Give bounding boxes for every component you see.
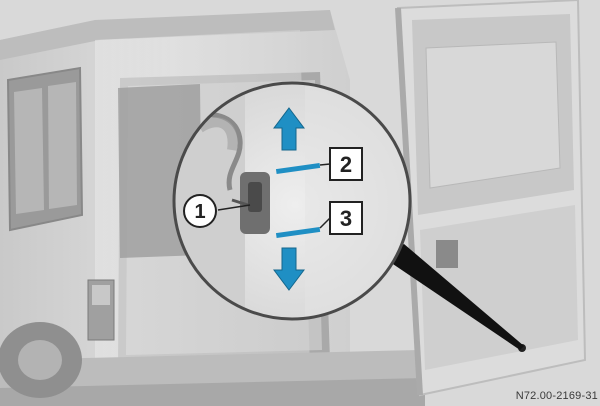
rear-wheel-hub	[18, 340, 62, 380]
release-handle-lever	[248, 182, 262, 212]
callout-3: 3	[330, 202, 362, 234]
side-window-1-inner	[14, 88, 44, 214]
tail-light-left-lens	[92, 285, 110, 305]
callout-1: 1	[184, 195, 216, 227]
callout-2-label: 2	[340, 152, 352, 177]
callout-3-label: 3	[340, 206, 352, 231]
right-door-window-area	[426, 42, 560, 188]
door-latch-block	[436, 240, 458, 268]
side-window-2-inner	[48, 82, 77, 209]
callout-1-label: 1	[194, 201, 205, 223]
figure-reference-code: N72.00-2169-31	[516, 390, 598, 402]
callout-2: 2	[330, 148, 362, 180]
